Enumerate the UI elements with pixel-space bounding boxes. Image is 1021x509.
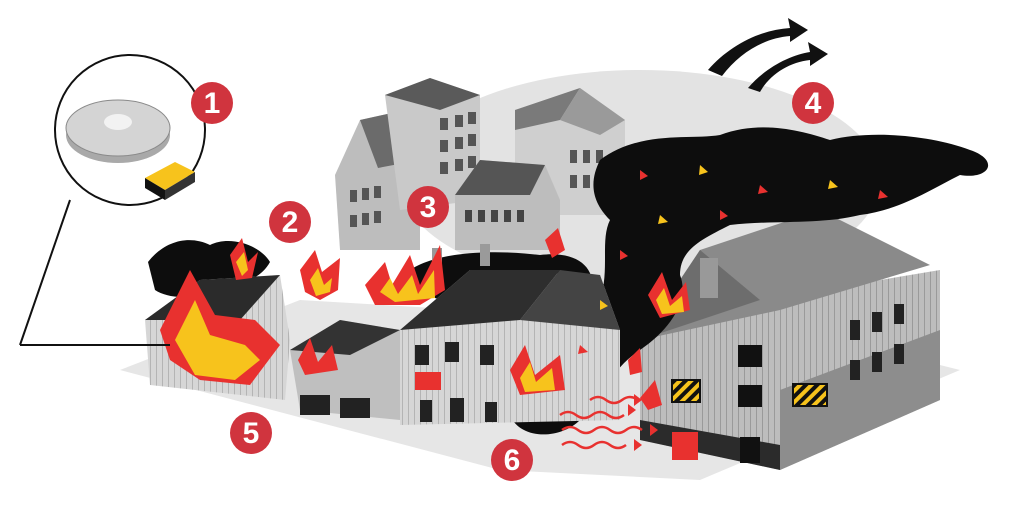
marker-number: 6 <box>504 444 521 477</box>
flame-icon <box>230 228 690 410</box>
marker-number: 5 <box>243 417 260 450</box>
marker-number: 1 <box>204 87 221 120</box>
marker-circle <box>792 82 834 124</box>
marker-circle <box>491 439 533 481</box>
marker-3: 3 <box>407 186 449 228</box>
marker-circle <box>269 201 311 243</box>
marker-2: 2 <box>269 201 311 243</box>
house-on-fire <box>145 270 290 400</box>
marker-circle <box>191 82 233 124</box>
marker-circle <box>407 186 449 228</box>
marker-4: 4 <box>792 82 834 124</box>
battery-icon <box>145 162 195 200</box>
building-middle <box>290 244 620 425</box>
smoke-detector-icon <box>65 99 171 163</box>
heat-wave-icon <box>559 394 658 451</box>
marker-number: 4 <box>805 87 822 120</box>
marker-number: 3 <box>420 191 437 224</box>
smoke-detector-callout <box>19 54 206 346</box>
marker-5: 5 <box>230 412 272 454</box>
background-town <box>335 70 880 290</box>
marker-6: 6 <box>491 439 533 481</box>
marker-number: 2 <box>282 206 299 239</box>
marker-circle <box>230 412 272 454</box>
embers <box>578 165 888 354</box>
wind-arrow-icon <box>708 18 828 92</box>
markers: 1 2 3 4 5 6 <box>191 82 834 481</box>
marker-1: 1 <box>191 82 233 124</box>
